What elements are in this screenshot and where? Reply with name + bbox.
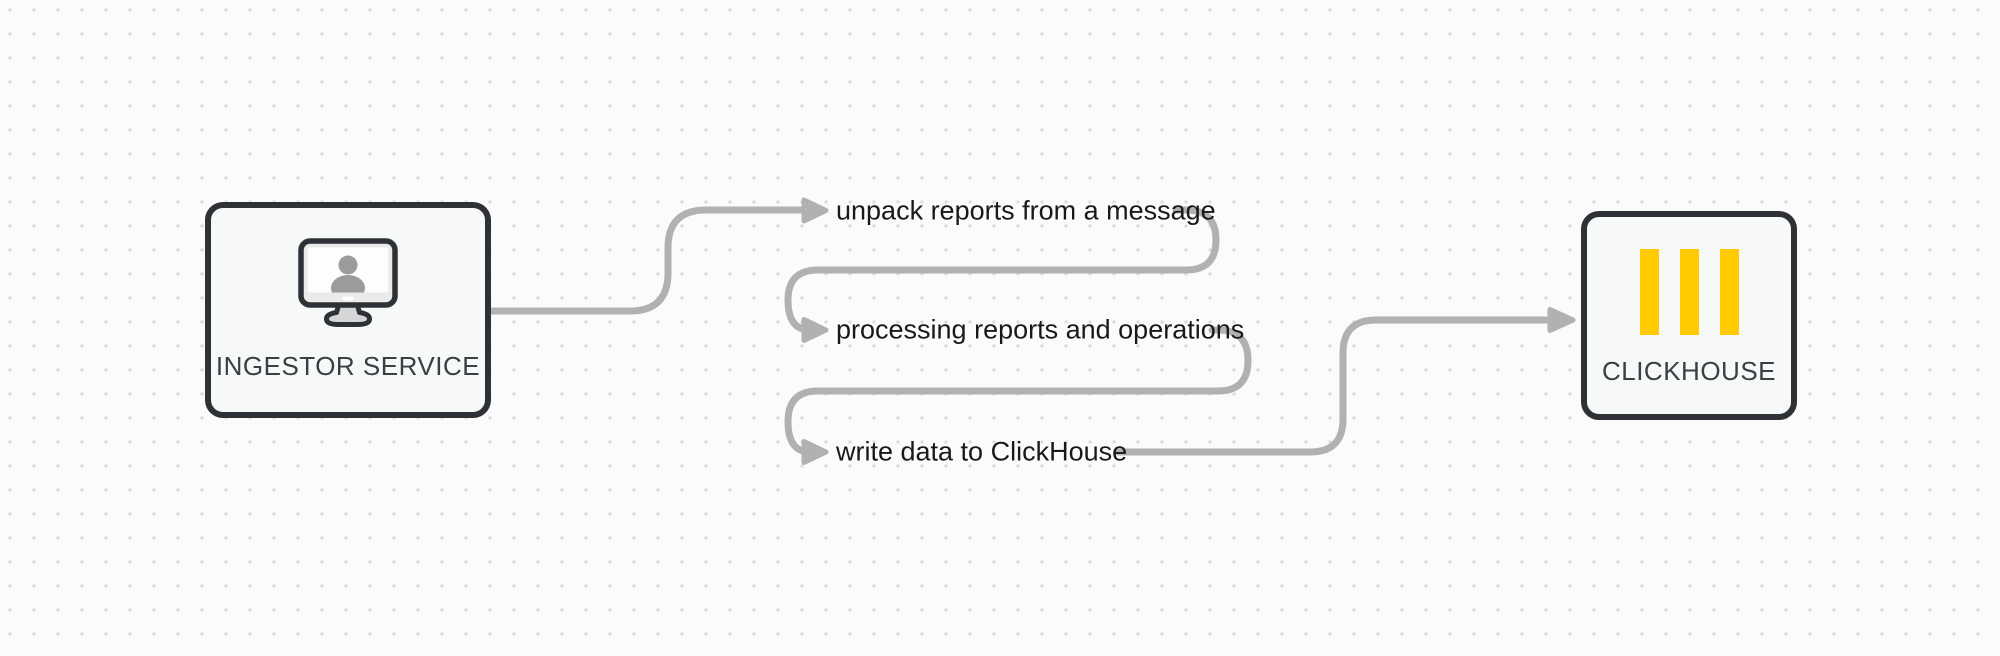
connector-ingestor-to-step1 <box>487 206 807 315</box>
connector-step2-to-step3 <box>784 326 1252 456</box>
step-label-processing-reports: processing reports and operations <box>836 314 1245 345</box>
clickhouse-bar-1 <box>1639 249 1659 335</box>
clickhouse-label: CLICKHOUSE <box>1601 356 1777 386</box>
clickhouse-bar-2 <box>1679 249 1699 335</box>
user-silhouette-icon <box>331 255 365 293</box>
node-ingestor-service: INGESTOR SERVICE <box>205 202 491 418</box>
arrowhead-step2-icon <box>801 317 829 343</box>
step-label-unpack-reports: unpack reports from a message <box>836 195 1216 226</box>
user-workstation-monitor-icon <box>298 238 398 327</box>
clickhouse-bars-logo-icon <box>1639 249 1739 335</box>
connector-step3-to-clickhouse <box>1114 316 1554 456</box>
clickhouse-bar-3 <box>1719 249 1739 335</box>
monitor-stand-shape <box>324 299 372 327</box>
step-label-write-data: write data to ClickHouse <box>836 436 1128 467</box>
node-clickhouse: CLICKHOUSE <box>1581 211 1797 420</box>
arrowhead-step3-icon <box>801 439 829 465</box>
connector-step1-to-step2 <box>784 206 1220 334</box>
arrowhead-clickhouse-icon <box>1547 307 1576 333</box>
ingestor-service-label: INGESTOR SERVICE <box>215 351 481 381</box>
monitor-power-light <box>342 296 354 301</box>
arrowhead-step1-icon <box>801 197 829 224</box>
